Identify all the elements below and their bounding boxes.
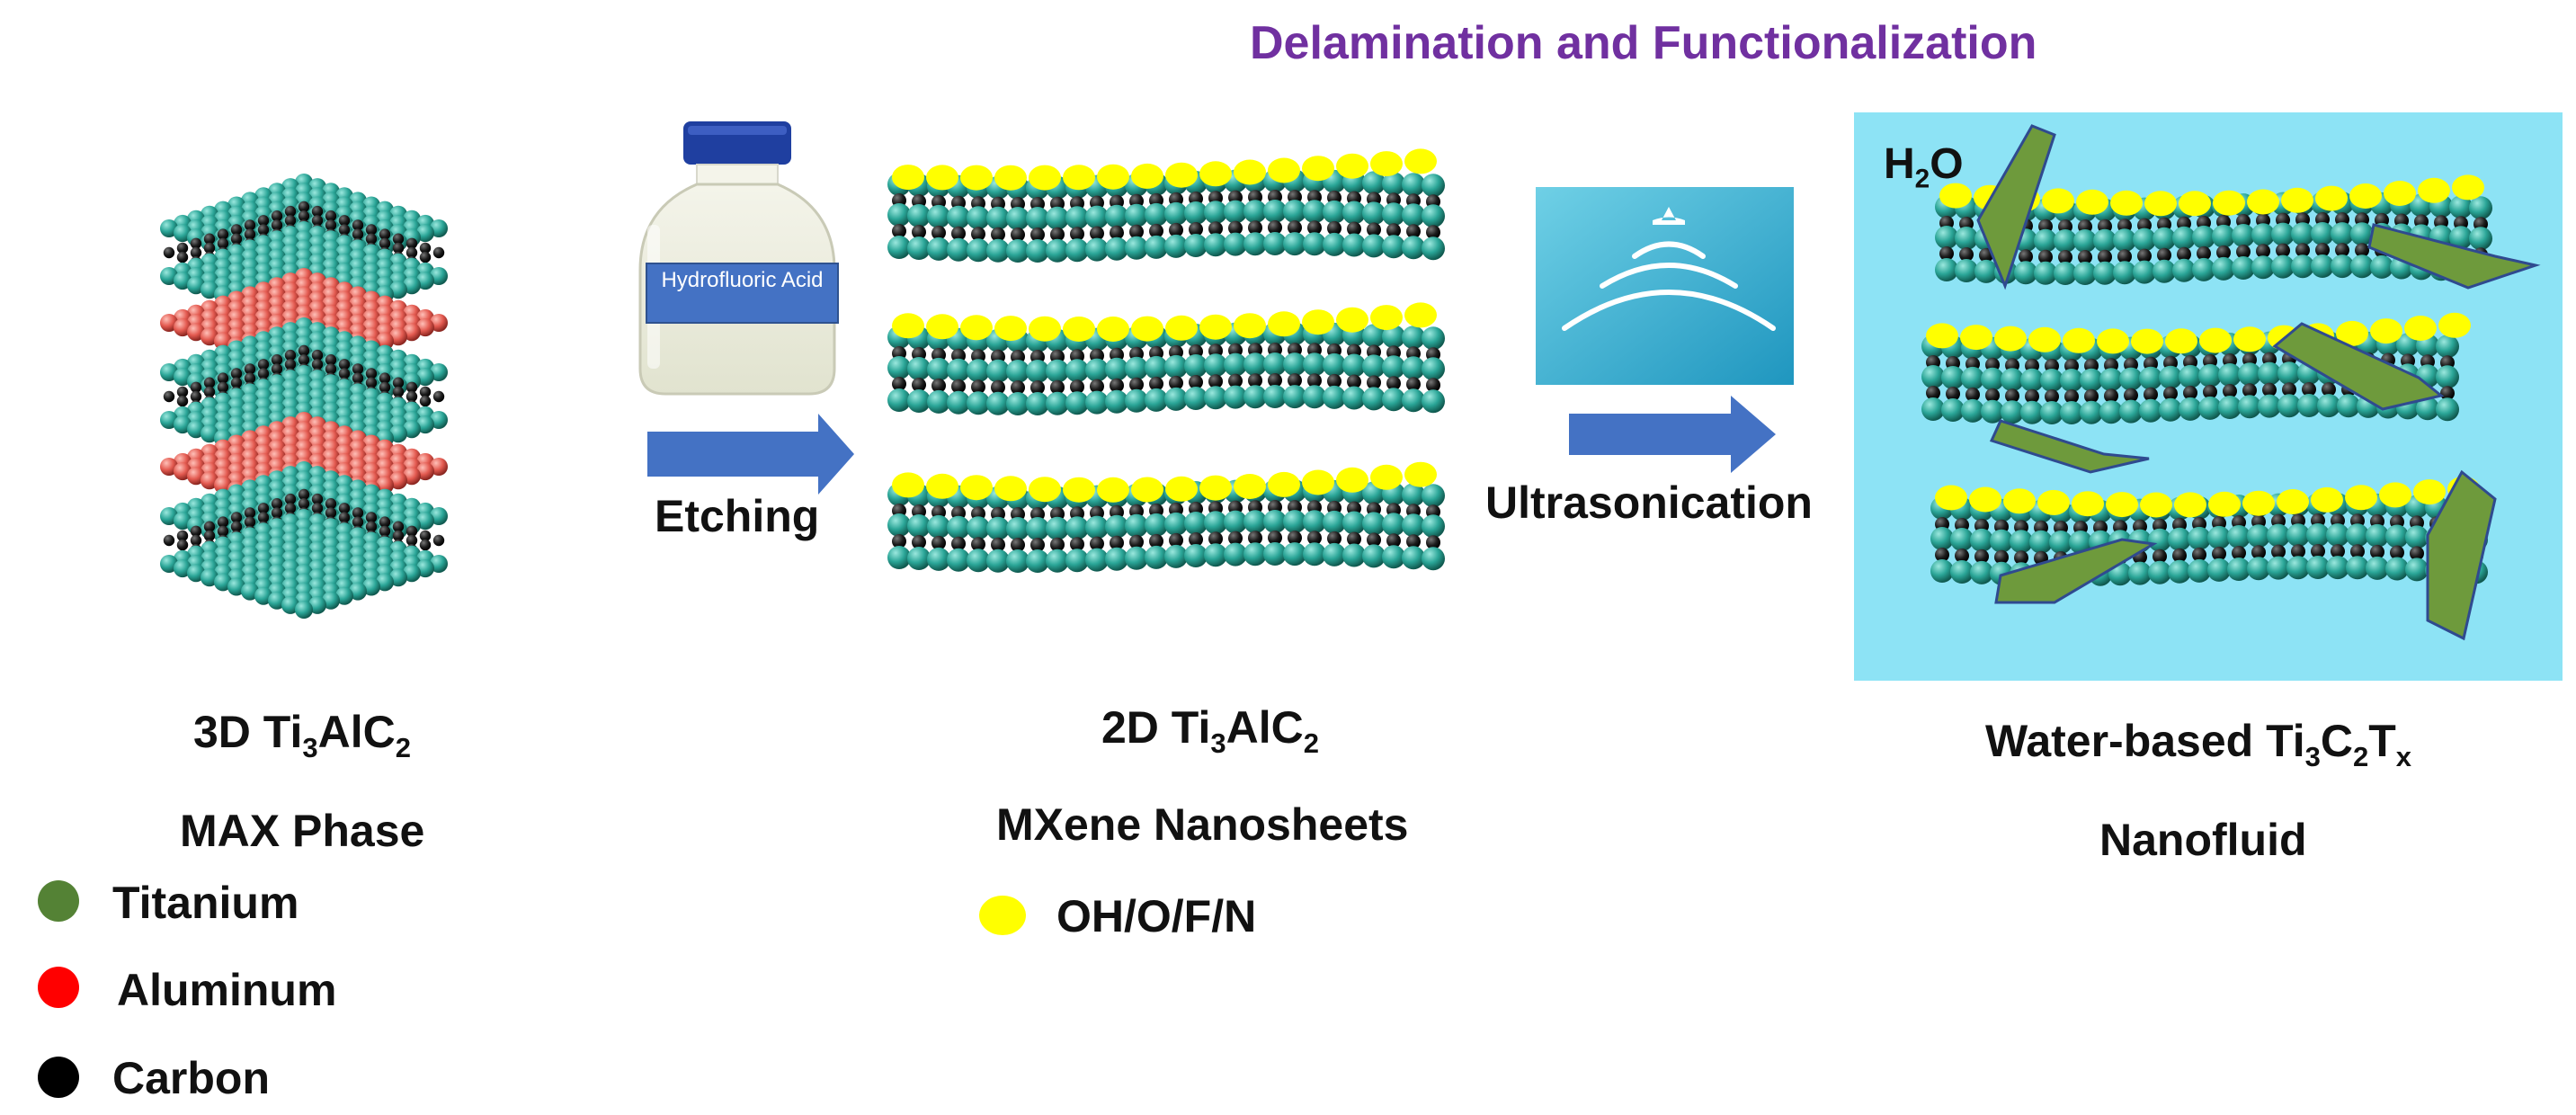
- ultrasonication-arrow: [1569, 396, 1776, 473]
- legend-titanium-dot: [38, 880, 79, 922]
- ultrasonication-label: Ultrasonication: [1485, 477, 1813, 528]
- legend-aluminum-label: Aluminum: [117, 965, 337, 1015]
- etching-label: Etching: [655, 491, 820, 541]
- etching-arrow: [647, 414, 854, 495]
- legend-titanium-label: Titanium: [112, 878, 299, 928]
- mxene-formula: 2D Ti3AlC2: [1101, 702, 1319, 759]
- legend-functional-group-dot: [979, 896, 1026, 935]
- legend-carbon-label: Carbon: [112, 1053, 270, 1103]
- max-phase-label: MAX Phase: [180, 806, 425, 856]
- hf-bottle: [638, 121, 836, 396]
- mxene-label: MXene Nanosheets: [996, 799, 1409, 850]
- bottle-label: Hydrofluoric Acid: [646, 263, 839, 324]
- h2o-label: H2O: [1884, 140, 1964, 194]
- legend-carbon-dot: [38, 1057, 79, 1098]
- legend-aluminum-dot: [38, 967, 79, 1008]
- nanofluid-label: Nanofluid: [2099, 815, 2307, 865]
- mxene-nanosheets: [887, 148, 1445, 573]
- max-phase-crystal: [160, 174, 448, 619]
- max-phase-formula: 3D Ti3AlC2: [193, 707, 411, 763]
- nanofluid-sheets: [1921, 124, 2541, 641]
- nanofluid-formula: Water-based Ti3C2Tx: [1985, 716, 2412, 772]
- ultrasonication-icon: [1536, 187, 1794, 385]
- legend-functional-group-label: OH/O/F/N: [1056, 891, 1257, 941]
- page-title: Delamination and Functionalization: [1250, 17, 2037, 69]
